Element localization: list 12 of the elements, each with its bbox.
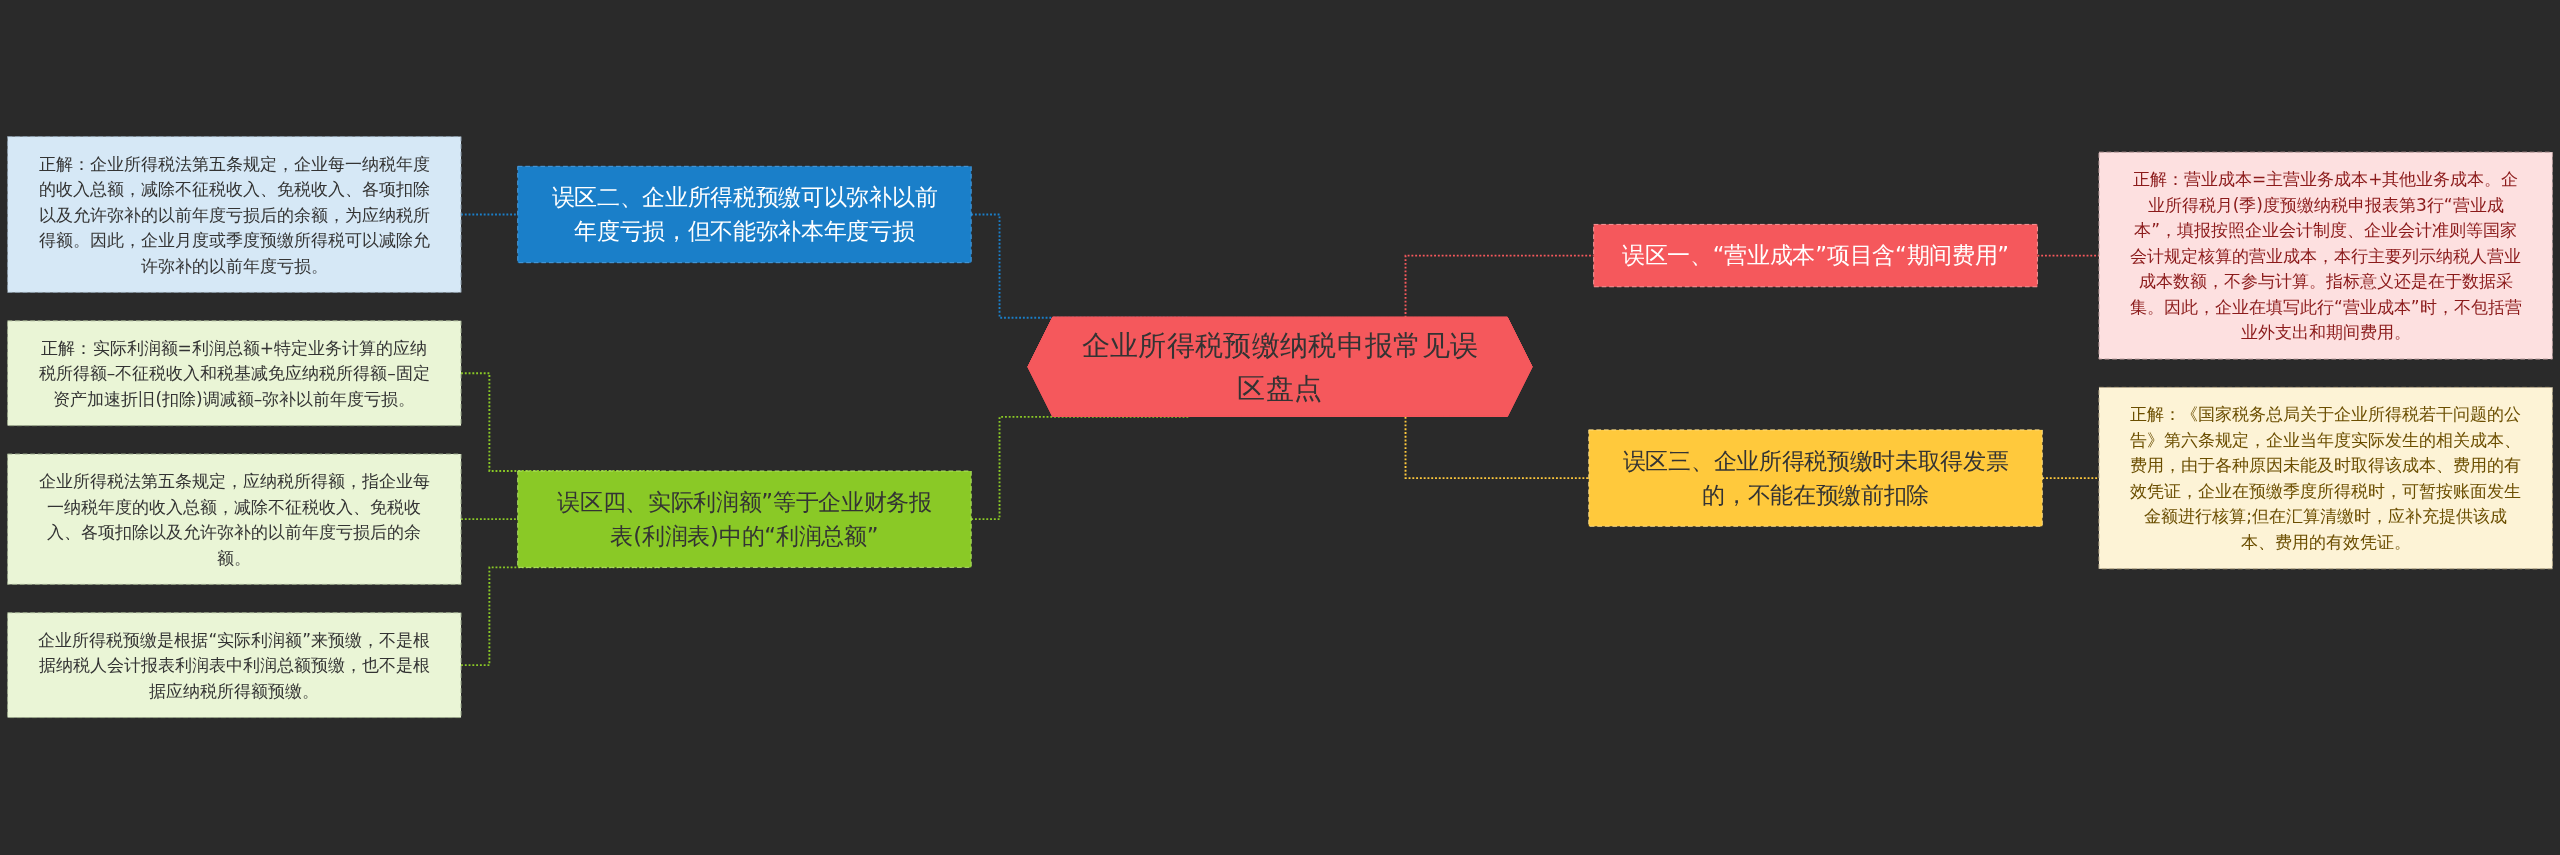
node-box: 误区四、实际利润额”等于企业财务报表(利润表)中的“利润总额”	[517, 470, 972, 569]
node-box: 企业所得税法第五条规定，应纳税所得额，指企业每一纳税年度的收入总额，减除不征税收入、免税收入、各项扣除以及允许弥补的以前年度亏损后的余额。	[7, 453, 462, 586]
connector	[1404, 416, 1590, 480]
node-box: 误区二、企业所得税预缴可以弥补以前年度亏损，但不能弥补本年度亏损	[517, 166, 972, 264]
connector	[2041, 477, 2100, 480]
node-box: 误区三、企业所得税预缴时未取得发票的，不能在预缴前扣除	[1588, 429, 2043, 528]
node-box: 正解：企业所得税法第五条规定，企业每一纳税年度的收入总额，减除不征税收入、免税收入、各项扣除以及允许弥补的以前年度亏损后的余额，为应纳税所得额。因此，企业月度或季度预缴所得税可以减除允许弥补的以前年度亏损。	[7, 136, 462, 294]
node-box: 误区一、“营业成本”项目含“期间费用”	[1593, 224, 2038, 288]
node-box: 正解：营业成本=主营业务成本+其他业务成本。企业所得税月(季)度预缴纳税申报表第3行“营业成本”，填报按照企业会计制度、企业会计准则等国家会计规定核算的营业成本，本行主要列示纳税人营业成本数额，不参与计算。指标意义还是在于数据采集。因此，企业在填写此行“营业成本”时，不包括营业外支出和期间费用。	[2098, 152, 2553, 360]
node-box: 正解：实际利润额=利润总额+特定业务计算的应纳税所得额–不征税收入和税基减免应纳税所得额–固定资产加速折旧(扣除)调减额–弥补以前年度亏损。	[7, 320, 462, 427]
node-box: 企业所得税预缴是根据“实际利润额”来预缴，不是根据纳税人会计报表利润表中利润总额预缴，也不是根据应纳税所得额预缴。	[7, 612, 462, 719]
node-box: 正解：《国家税务总局关于企业所得税若干问题的公告》第六条规定，企业当年度实际发生的相关成本、费用，由于各种原因未能及时取得该成本、费用的有效凭证，企业在预缴季度所得税时，可暂按账面发生金额进行核算;但在汇算清缴时，应补充提供该成本、费用的有效凭证。	[2098, 387, 2553, 570]
